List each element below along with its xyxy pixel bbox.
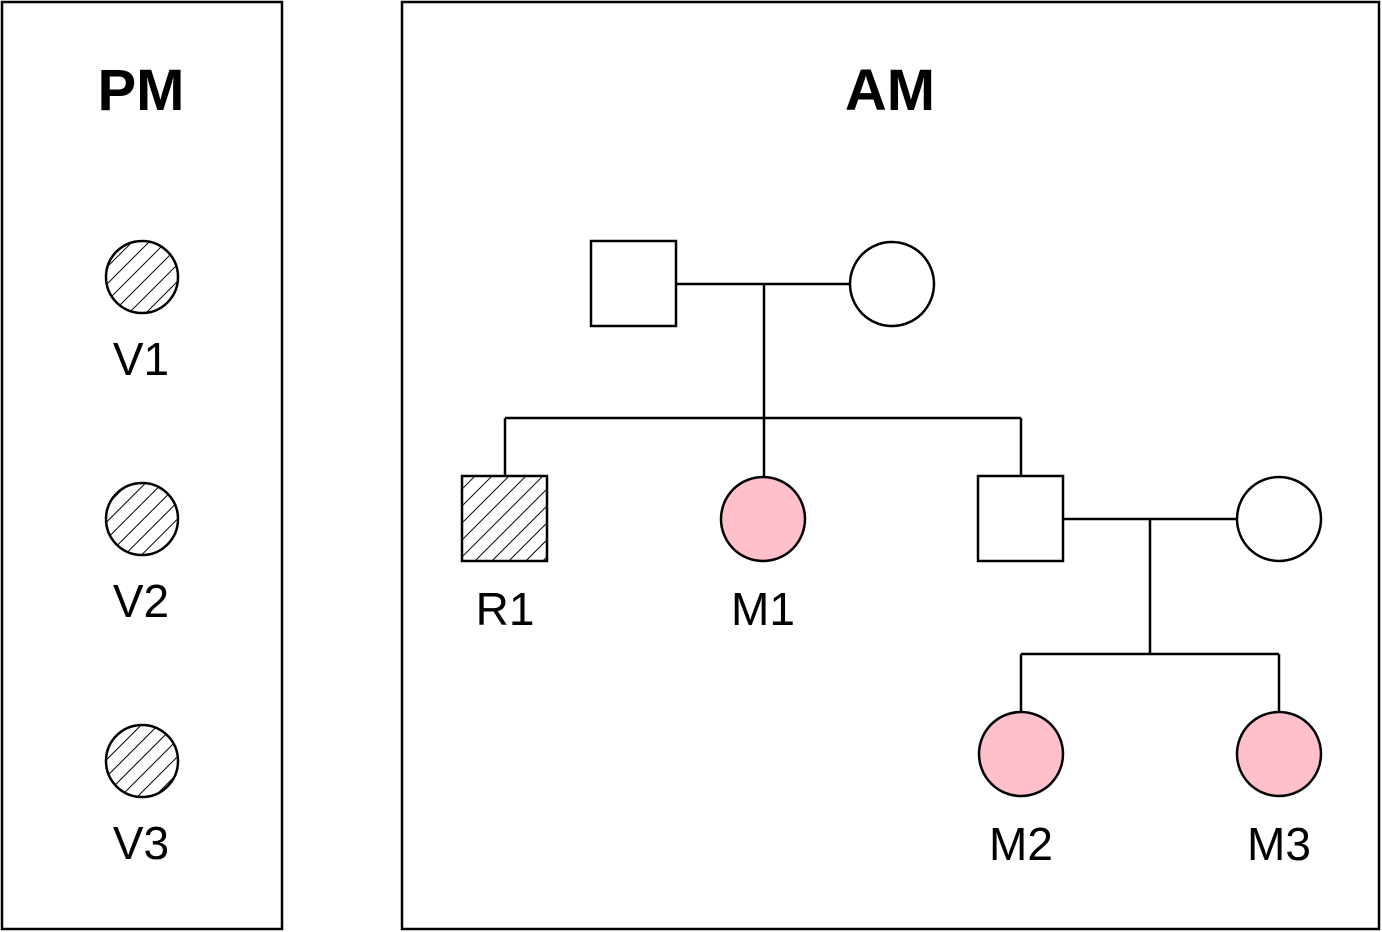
m3-circle (1235, 710, 1323, 798)
v2-label: V2 (113, 575, 169, 627)
v3-label: V3 (113, 817, 169, 869)
r1-label: R1 (476, 583, 535, 635)
son-square (976, 474, 1065, 563)
m2-label: M2 (989, 818, 1053, 870)
m1-label: M1 (731, 583, 795, 635)
v3-affected-circle (104, 723, 180, 799)
pm-panel-title: PM (98, 58, 185, 123)
am-panel-title: AM (845, 58, 935, 123)
grandfather-square (589, 239, 678, 328)
spouse-circle (1235, 475, 1323, 563)
m2-circle (977, 710, 1065, 798)
v1-label: V1 (113, 333, 169, 385)
r1-affected-square (460, 474, 549, 563)
v1-affected-circle (104, 239, 180, 315)
grandmother-circle (848, 240, 936, 328)
pedigree-lines (503, 282, 1281, 712)
m3-label: M3 (1247, 818, 1311, 870)
pm-panel-border (0, 0, 284, 931)
m1-circle (719, 475, 807, 563)
am-panel-border (400, 0, 1381, 931)
v2-affected-circle (104, 481, 180, 557)
